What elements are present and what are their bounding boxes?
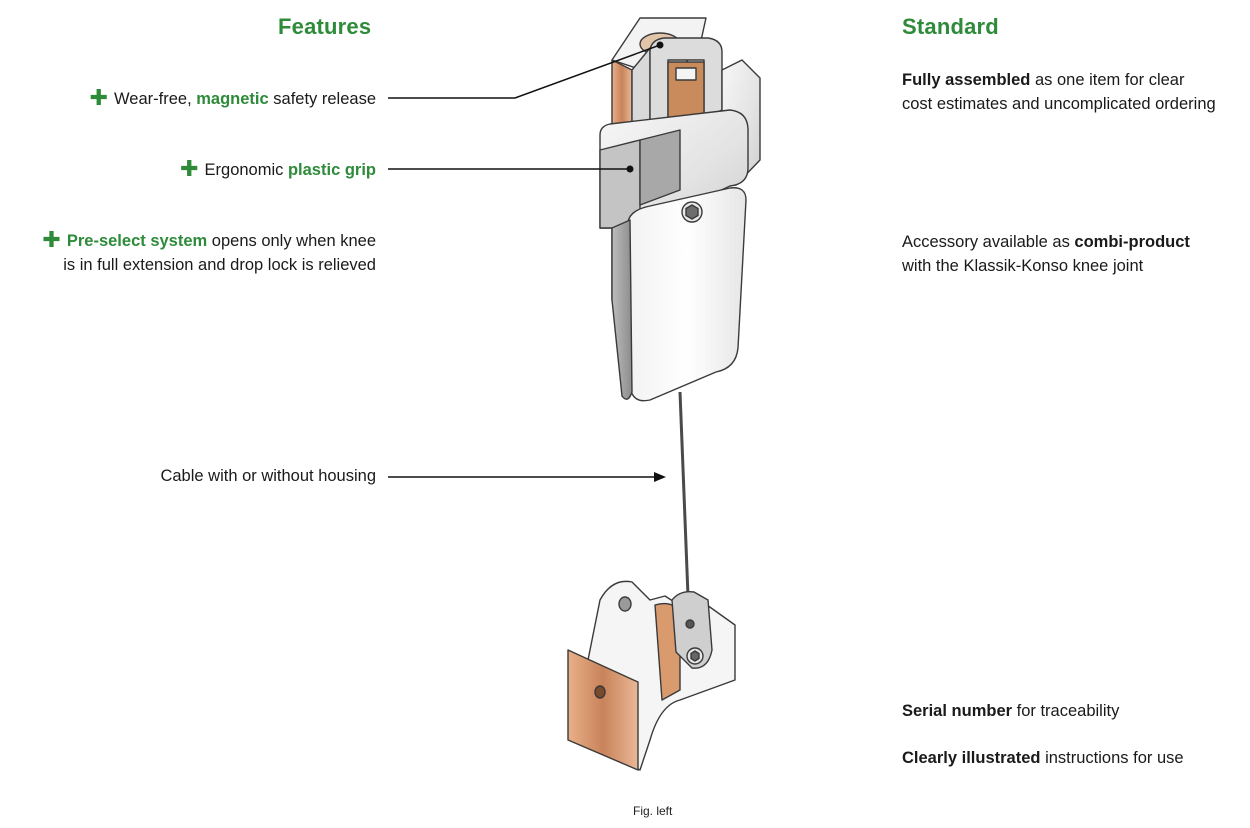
figure-caption: Fig. left — [633, 804, 673, 818]
leader-lines — [388, 44, 661, 478]
clamp-unit — [567, 580, 736, 771]
leader-markers — [626, 41, 666, 482]
plus-icon: ✚ — [89, 85, 109, 110]
cable — [678, 391, 690, 597]
standard-heading: Standard — [902, 14, 999, 39]
standard-fully-assembled: Fully assembled as one item for clear co… — [902, 71, 1216, 113]
standard-combi-product: Accessory available as combi-product wit… — [902, 233, 1190, 275]
standard-instructions: Clearly illustrated instructions for use — [902, 749, 1184, 767]
feature-plastic-grip: ✚Ergonomic plastic grip — [180, 156, 376, 181]
feature-cable: Cable with or without housing — [160, 467, 376, 485]
feature-magnetic-release: ✚Wear-free, magnetic safety release — [89, 85, 376, 110]
features-heading: Features — [278, 14, 372, 39]
standard-serial-number: Serial number for traceability — [902, 702, 1120, 720]
feature-pre-select-system: ✚Pre-select system opens only when knee … — [42, 227, 376, 275]
plus-icon: ✚ — [180, 156, 199, 181]
plus-icon: ✚ — [42, 227, 61, 252]
lock-unit — [599, 17, 761, 402]
